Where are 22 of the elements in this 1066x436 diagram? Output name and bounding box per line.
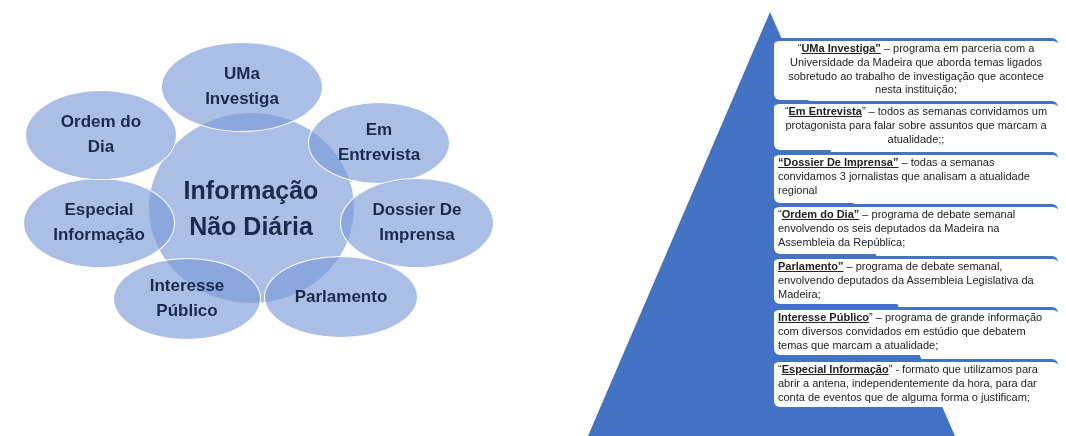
description-text: “UMa Investiga” – programa em parceria com a Universidade da Madeira que aborda temas ligados sobretudo ao trabalho de investigação que acontece nesta instituição; xyxy=(787,42,1045,97)
description-card xyxy=(774,38,1058,100)
description-text: “Especial Informação” - formato que utilizamos para abrir a antena, independentemente da hora, para dar conta de eventos que de alguma forma o justificam; xyxy=(778,363,1039,405)
topic-label: Dossier De Imprensa xyxy=(371,199,463,246)
description-text: “Ordem do Dia” – programa de debate semanal envolvendo os seis deputados da Madeira na Assembleia da República; xyxy=(778,208,1017,250)
description-text: “Em Entrevista” – todos as semanas convidamos um protagonista para falar sobre assuntos que marcam a atualidade;; xyxy=(783,105,1049,147)
topic-label: Especial Informação xyxy=(52,199,146,246)
description-card xyxy=(774,101,1058,150)
topic-label: UMa Investiga xyxy=(204,63,280,110)
description-text: “Dossier De Imprensa” – todas a semanas convidamos 3 jornalistas que analisam a atualidade regional xyxy=(778,156,1031,198)
description-text: Parlamento” – programa de debate semanal, envolvendo deputados da Assembleia Legislativa da Madeira; xyxy=(778,260,1035,302)
description-card xyxy=(774,152,1058,203)
description-card xyxy=(774,307,1058,355)
description-text: Interesse Público” – programa de grande informação com diversos convidados em estúdio que debatem temas que marcam a atualidade; xyxy=(778,311,1044,353)
topic-label: Em Entrevista xyxy=(336,119,422,166)
topic-label: Parlamento xyxy=(294,285,388,308)
topic-label: Informação Não Diária xyxy=(182,174,320,242)
description-card xyxy=(774,359,1058,407)
description-card xyxy=(774,256,1058,304)
topic-label: Interesse Público xyxy=(148,275,226,322)
description-card xyxy=(774,204,1058,254)
topic-label: Ordem do Dia xyxy=(59,111,143,158)
